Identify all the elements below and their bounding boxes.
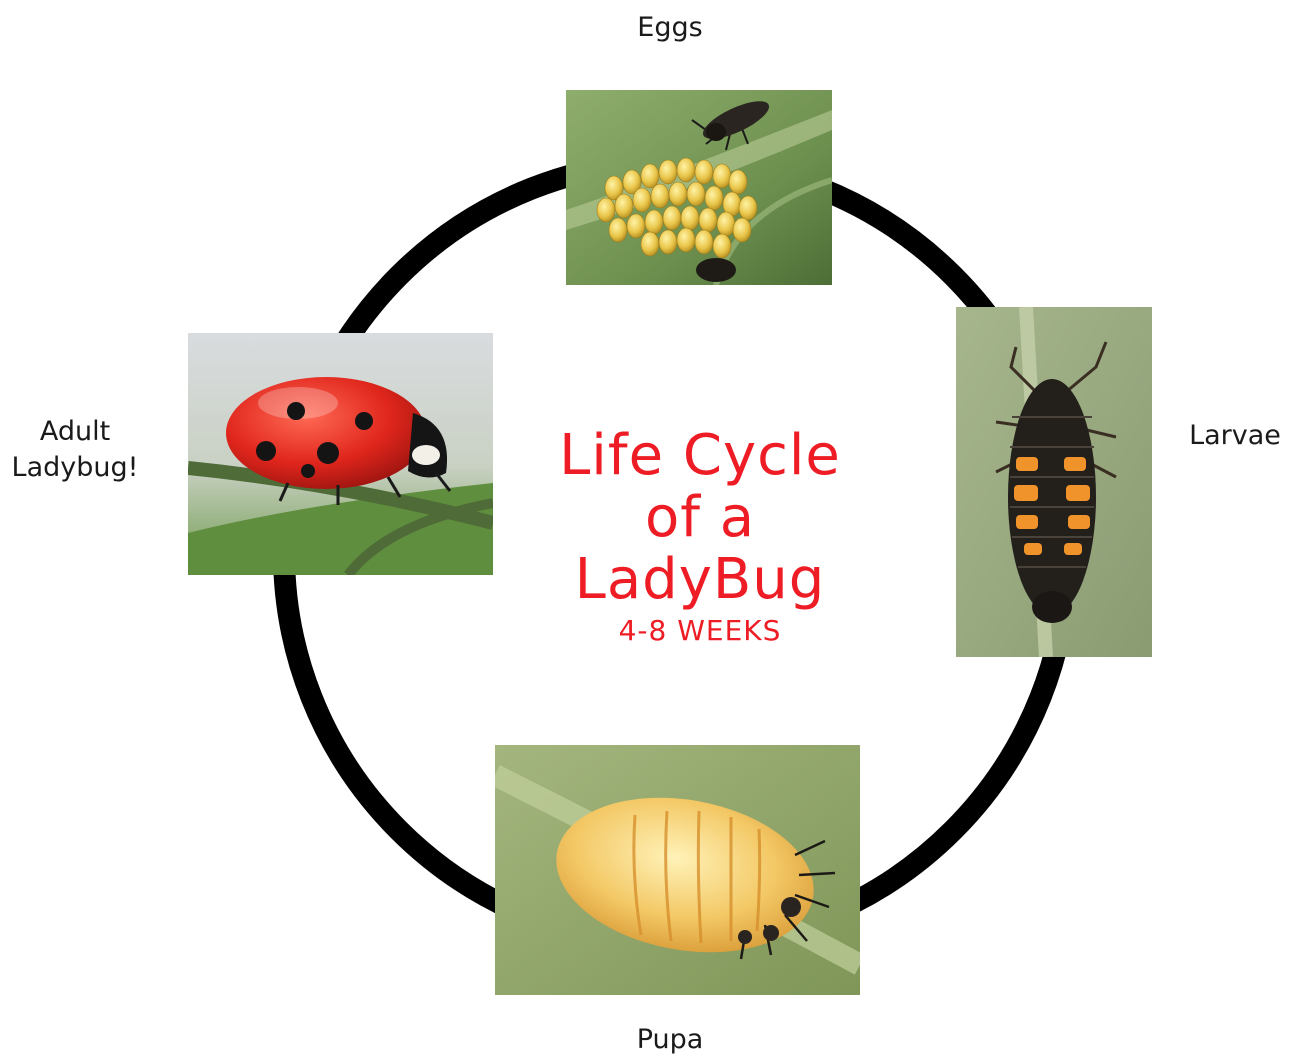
ladybug-larva-photo-icon [956, 307, 1152, 657]
duration-subtitle: 4-8 WEEKS [520, 611, 880, 651]
stage-label-adult: Adult Ladybug! [0, 414, 150, 486]
stage-label-eggs: Eggs [570, 10, 770, 46]
stage-label-larvae: Larvae [1170, 418, 1300, 454]
ladybug-eggs-photo-icon [566, 90, 832, 285]
title-line-1: Life Cycle [520, 425, 880, 487]
diagram-title-block: Life Cycle of a LadyBug 4-8 WEEKS [520, 425, 880, 651]
title-line-2: of a [520, 487, 880, 549]
title-line-3: LadyBug [520, 549, 880, 611]
stage-label-pupa: Pupa [570, 1022, 770, 1058]
ladybug-pupa-photo-icon [495, 745, 860, 995]
adult-ladybug-photo-icon [188, 333, 493, 575]
